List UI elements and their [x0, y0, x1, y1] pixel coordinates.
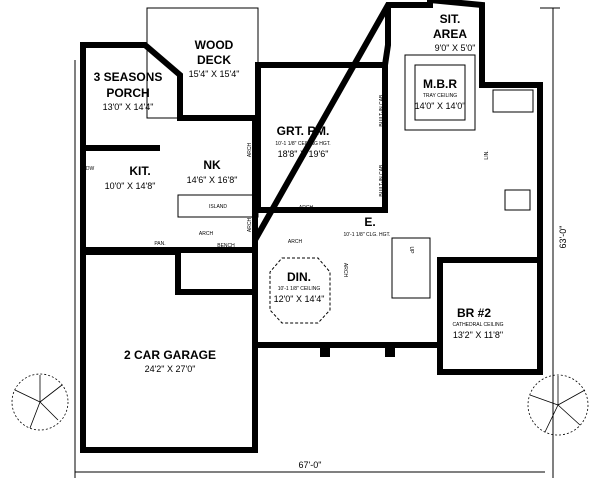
- room-labels: WOOD DECK 15'4" X 15'4" 3 SEASONS PORCH …: [94, 12, 504, 374]
- br2-walls: [437, 257, 543, 375]
- arch-label: ARCH: [247, 143, 253, 158]
- stairs: [391, 237, 431, 299]
- dining-label: DIN.: [287, 270, 311, 284]
- arch-label: ARCH: [199, 231, 214, 237]
- kitchen-label: KIT.: [129, 164, 150, 178]
- stairs-up-label: UP: [408, 247, 414, 255]
- kitchen-size: 10'0" X 14'8": [105, 181, 156, 191]
- entry-note: 10'-1 1/8" CLG. HGT.: [344, 232, 391, 238]
- mbr-note: TRAY CEILING: [423, 93, 457, 99]
- dimension-lines: 67'-0" 63'-0": [74, 7, 568, 478]
- dishwasher-label: DW: [86, 166, 95, 172]
- sit-area-label: AREA: [433, 27, 467, 41]
- dining-ceiling: [269, 257, 331, 324]
- island-label: ISLAND: [209, 204, 227, 210]
- br2-note: CATHEDRAL CEILING: [452, 322, 503, 328]
- bench-label: BENCH: [217, 243, 235, 249]
- great-room-label: GRT. RM.: [277, 124, 330, 138]
- entry-label: E.: [364, 215, 375, 229]
- tub: [492, 89, 534, 113]
- porch-label: 3 SEASONS: [94, 70, 163, 84]
- porch-size: 13'0" X 14'4": [103, 102, 154, 112]
- porch-column: [320, 345, 330, 357]
- dining-size: 12'0" X 14'4": [274, 294, 325, 304]
- trees: [11, 373, 589, 436]
- nook-label: NK: [203, 158, 221, 172]
- great-room-size: 18'8" X 19'6": [278, 149, 329, 159]
- porch-label: PORCH: [106, 86, 149, 100]
- shower: [504, 189, 531, 211]
- island: [177, 194, 259, 218]
- deck-label: DECK: [197, 53, 231, 67]
- builtin-cab-label: BUILT-IN CAB.: [379, 163, 385, 196]
- sit-area-label: SIT.: [440, 12, 461, 26]
- width-dimension: 67'-0": [299, 460, 322, 470]
- porch-column: [385, 345, 395, 357]
- arch-label: ARCH: [299, 205, 314, 211]
- sit-area-size: 9'0" X 5'0": [435, 43, 476, 53]
- east-walls: [252, 0, 543, 375]
- arch-label: ARCH: [247, 218, 253, 233]
- pantry-label: PAN.: [154, 241, 165, 247]
- arch-label: ARCH: [288, 239, 303, 245]
- depth-dimension: 63'-0": [558, 226, 568, 249]
- deck-size: 15'4" X 15'4": [189, 69, 240, 79]
- great-room-walls: [255, 62, 388, 213]
- mbr-size: 14'0" X 14'0": [415, 101, 466, 111]
- garage-label: 2 CAR GARAGE: [124, 348, 216, 362]
- nook-size: 14'6" X 16'8": [187, 175, 238, 185]
- walls: [80, 0, 543, 453]
- small-labels: ARCH ARCH ARCH ARCH ARCH ARCH PAN. BENCH…: [86, 93, 490, 277]
- garage-size: 24'2" X 27'0": [145, 364, 196, 374]
- builtin-cab-label: BUILT-IN CAB.: [379, 93, 385, 126]
- br2-size: 13'2" X 11'8": [453, 330, 503, 340]
- wall: [382, 5, 391, 66]
- tray-ceiling-inner: [414, 64, 466, 121]
- garage-walls: [80, 249, 258, 453]
- tree-icon: [11, 373, 69, 431]
- tray-ceiling: [404, 54, 476, 131]
- br2-label: BR #2: [457, 306, 491, 320]
- deck-label: WOOD: [195, 38, 234, 52]
- arch-label: ARCH: [342, 263, 348, 278]
- great-room-note: 10'-1 1/8" CEILING HGT.: [275, 141, 330, 147]
- linen-label: LIN.: [484, 150, 490, 159]
- tree-icon: [527, 374, 589, 436]
- dining-note: 10'-1 1/8" CEILING: [278, 286, 321, 292]
- mbr-label: M.B.R: [423, 77, 457, 91]
